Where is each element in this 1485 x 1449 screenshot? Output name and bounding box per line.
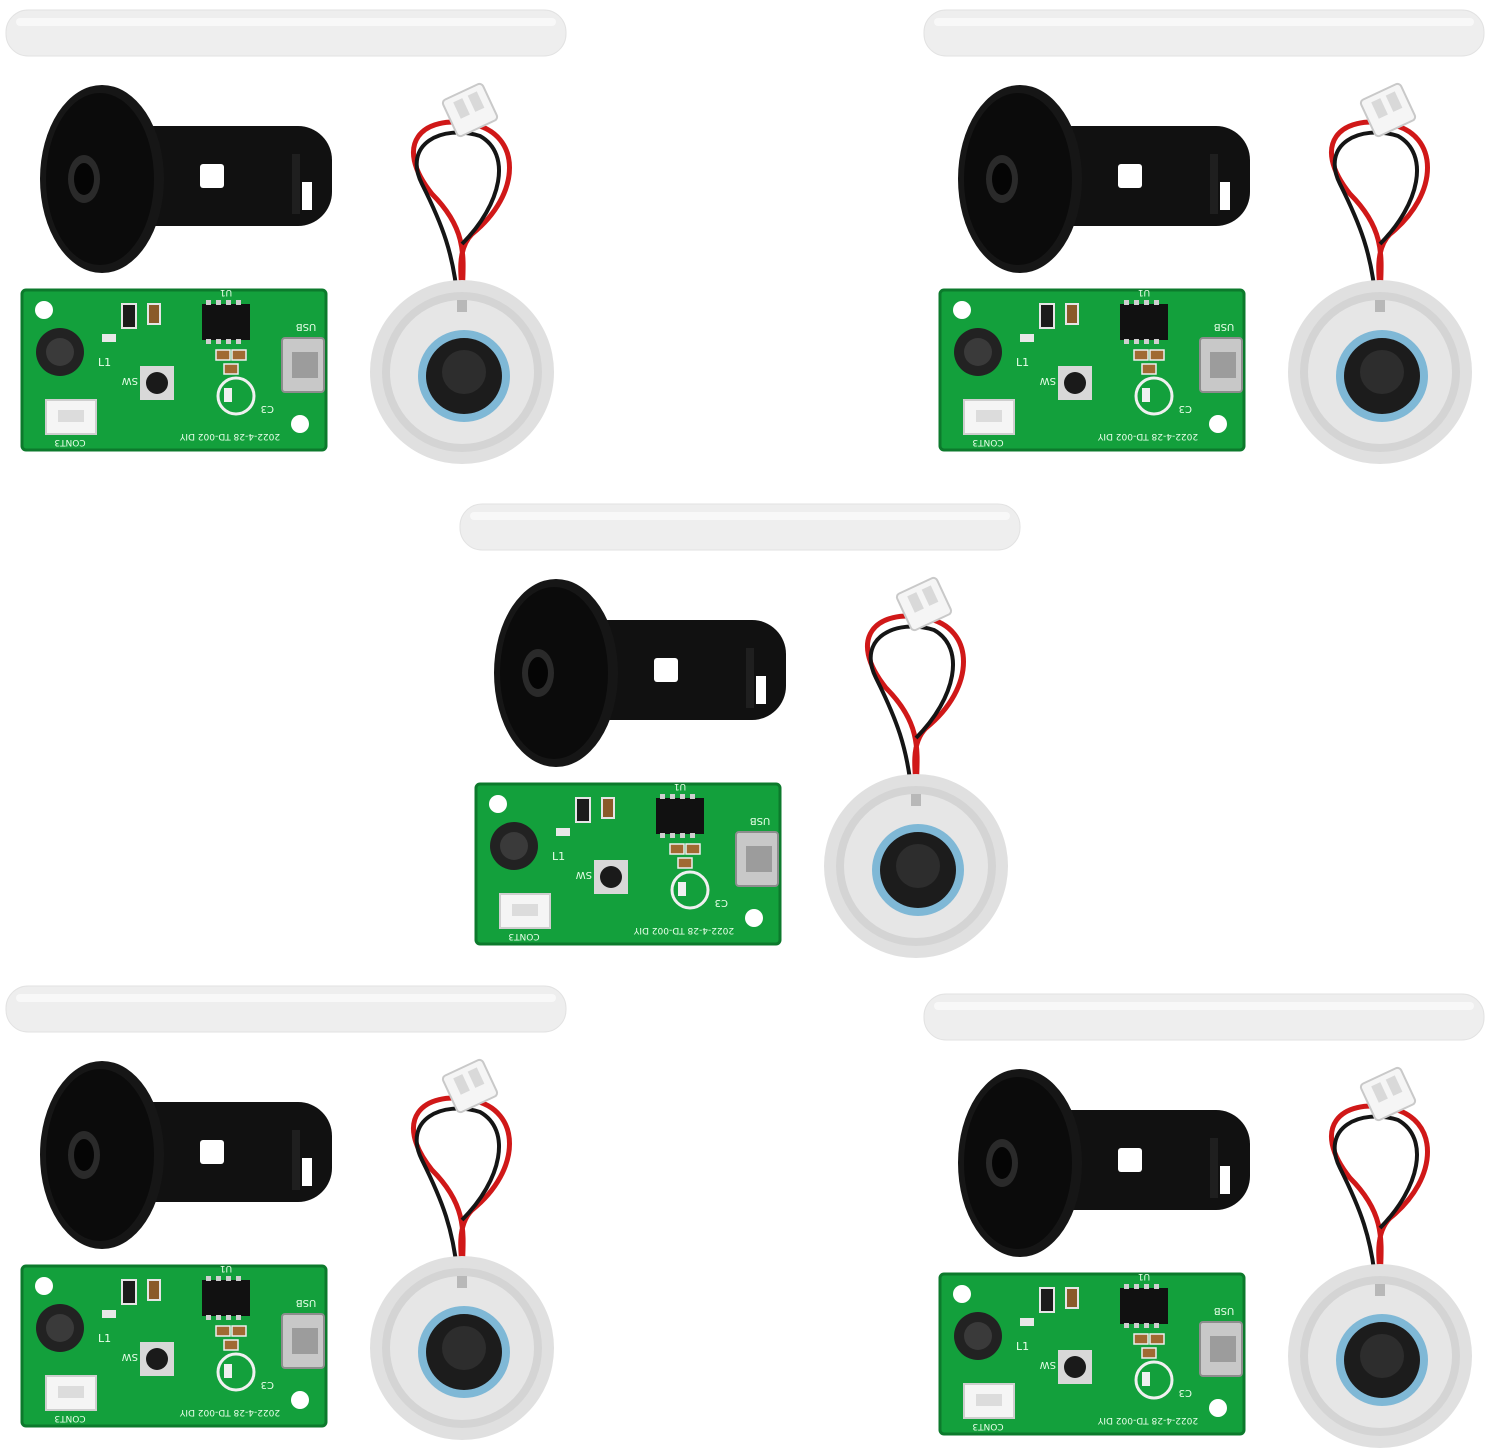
label-sw: SW bbox=[1040, 1359, 1056, 1370]
label-c3: C3 bbox=[261, 1379, 274, 1390]
cotton-stick bbox=[459, 503, 1021, 551]
kit-bottom-left: USB L1 SW U1 C3 CONT3 2022-4-28 TD-002 D… bbox=[2, 980, 572, 1440]
wire-connector bbox=[1329, 1066, 1430, 1289]
label-date: 2022-4-28 TD-002 DIY bbox=[1097, 431, 1198, 441]
label-l1: L1 bbox=[1016, 1340, 1029, 1353]
label-cont3: CONT3 bbox=[972, 1421, 1003, 1431]
label-sw: SW bbox=[1040, 375, 1056, 386]
label-date: 2022-4-28 TD-002 DIY bbox=[633, 925, 734, 935]
wire-connector bbox=[865, 576, 966, 799]
driver-pcb: USB L1 SW U1 C3 CONT3 2022-4-28 TD-002 D… bbox=[20, 1263, 328, 1428]
label-u1: U1 bbox=[220, 1263, 232, 1273]
kit-illustration: USB L1 SW U1 C3 CONT3 2022-4-28 TD-002 D… bbox=[5, 9, 567, 464]
kit-illustration: USB L1 SW U1 C3 CONT3 2022-4-28 TD-002 D… bbox=[923, 993, 1485, 1448]
label-c3: C3 bbox=[1179, 1387, 1192, 1398]
atomizer-holder bbox=[958, 1069, 1250, 1257]
atomizer-holder bbox=[494, 579, 786, 767]
kit-center: USB L1 SW U1 C3 CONT3 2022-4-28 TD-002 D… bbox=[456, 498, 1026, 958]
driver-pcb: USB L1 SW U1 C3 CONT3 2022-4-28 TD-002 D… bbox=[938, 1271, 1246, 1436]
label-l1: L1 bbox=[1016, 356, 1029, 369]
wire-connector bbox=[1329, 82, 1430, 305]
label-usb: USB bbox=[1214, 321, 1235, 332]
label-u1: U1 bbox=[220, 287, 232, 297]
piezo-disc bbox=[824, 774, 1008, 958]
driver-pcb: USB L1 SW U1 C3 CONT3 2022-4-28 TD-002 D… bbox=[938, 287, 1246, 452]
label-cont3: CONT3 bbox=[972, 437, 1003, 447]
label-usb: USB bbox=[296, 321, 317, 332]
label-u1: U1 bbox=[1138, 1271, 1150, 1281]
label-sw: SW bbox=[122, 1351, 138, 1362]
piezo-disc bbox=[1288, 1264, 1472, 1448]
kit-illustration: USB L1 SW U1 C3 CONT3 2022-4-28 TD-002 D… bbox=[459, 503, 1021, 958]
cotton-stick bbox=[5, 985, 567, 1033]
label-date: 2022-4-28 TD-002 DIY bbox=[179, 1407, 280, 1417]
label-usb: USB bbox=[296, 1297, 317, 1308]
driver-pcb: USB L1 SW U1 C3 CONT3 2022-4-28 TD-002 D… bbox=[474, 781, 782, 946]
label-sw: SW bbox=[122, 375, 138, 386]
kit-top-left: USB L1 SW U1 C3 CONT3 2022-4-28 TD-002 D… bbox=[2, 4, 572, 464]
atomizer-holder bbox=[40, 1061, 332, 1249]
label-date: 2022-4-28 TD-002 DIY bbox=[1097, 1415, 1198, 1425]
piezo-disc bbox=[1288, 280, 1472, 464]
label-sw: SW bbox=[576, 869, 592, 880]
label-usb: USB bbox=[1214, 1305, 1235, 1316]
wire-connector bbox=[411, 82, 512, 305]
label-l1: L1 bbox=[552, 850, 565, 863]
label-u1: U1 bbox=[1138, 287, 1150, 297]
driver-pcb: USB L1 SW U1 C3 CONT3 2022-4-28 TD-002 D… bbox=[20, 287, 328, 452]
label-cont3: CONT3 bbox=[54, 1413, 85, 1423]
label-c3: C3 bbox=[261, 403, 274, 414]
label-l1: L1 bbox=[98, 1332, 111, 1345]
piezo-disc bbox=[370, 1256, 554, 1440]
atomizer-holder bbox=[40, 85, 332, 273]
cotton-stick bbox=[5, 9, 567, 57]
label-cont3: CONT3 bbox=[508, 931, 539, 941]
kit-bottom-right: USB L1 SW U1 C3 CONT3 2022-4-28 TD-002 D… bbox=[920, 988, 1485, 1448]
label-usb: USB bbox=[750, 815, 771, 826]
kit-illustration: USB L1 SW U1 C3 CONT3 2022-4-28 TD-002 D… bbox=[923, 9, 1485, 464]
cotton-stick bbox=[923, 9, 1485, 57]
label-l1: L1 bbox=[98, 356, 111, 369]
wire-connector bbox=[411, 1058, 512, 1281]
atomizer-holder bbox=[958, 85, 1250, 273]
label-date: 2022-4-28 TD-002 DIY bbox=[179, 431, 280, 441]
label-u1: U1 bbox=[674, 781, 686, 791]
label-c3: C3 bbox=[1179, 403, 1192, 414]
label-cont3: CONT3 bbox=[54, 437, 85, 447]
cotton-stick bbox=[923, 993, 1485, 1041]
label-c3: C3 bbox=[715, 897, 728, 908]
kit-top-right: USB L1 SW U1 C3 CONT3 2022-4-28 TD-002 D… bbox=[920, 4, 1485, 464]
piezo-disc bbox=[370, 280, 554, 464]
kit-illustration: USB L1 SW U1 C3 CONT3 2022-4-28 TD-002 D… bbox=[5, 985, 567, 1440]
